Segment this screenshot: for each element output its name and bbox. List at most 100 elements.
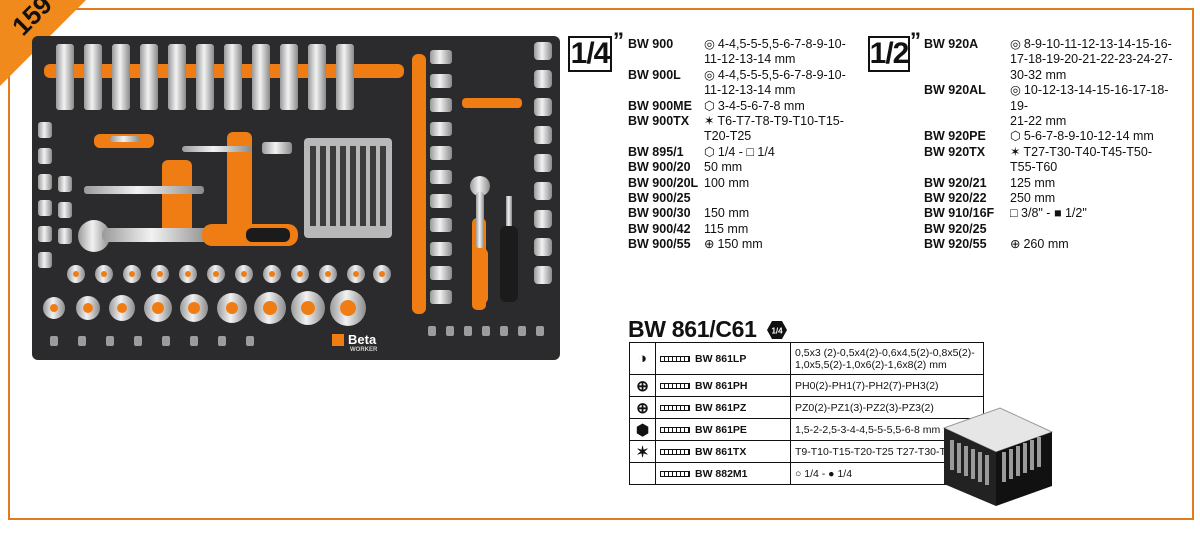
item-code: BW 920/55	[924, 237, 987, 252]
tool-tray-illustration	[38, 42, 552, 346]
item-code: BW 895/1	[628, 144, 684, 159]
item-value: 150 mm	[717, 237, 763, 252]
item-value: 3-4-5-6-7-8 mm	[717, 98, 805, 113]
socket-ring-icon: ◎	[704, 67, 715, 82]
half-spec-list: BW 920A ◎8-9-10-11-12-13-14-15-16- 17-18-…	[924, 37, 1184, 253]
item-value: 5-6-7-8-9-10-12-14 mm	[1023, 129, 1154, 144]
spec-row: BW 920AL ◎10-12-13-14-15-16-17-18-19- 21-…	[924, 83, 1184, 129]
pozidriv-icon: ⊕	[636, 399, 649, 417]
item-value: 115 mm	[704, 221, 749, 236]
bit-spec: 0,5x3 (2)-0,5x4(2)-0,6x4,5(2)-0,8x5(2)- …	[790, 342, 984, 375]
bit-shank-icon	[660, 382, 690, 389]
spec-row: BW 900/20L 100 mm	[628, 176, 868, 191]
socket-ring-icon: ◎	[1010, 83, 1021, 98]
hex-square-icon: ⬡	[704, 144, 715, 159]
bit-set-title: BW 861/C61	[628, 316, 757, 342]
bit-code: BW 882M1	[695, 467, 748, 480]
spec-row: BW 920/22 250 mm	[924, 191, 1184, 206]
badge-text: 1/4	[771, 327, 783, 336]
item-value: T6-T7-T8-T9-T10-T15- T20-T25	[704, 114, 844, 144]
item-code: BW 900/20	[628, 160, 691, 175]
item-value: 100 mm	[704, 175, 750, 190]
bit-code: BW 861PH	[695, 379, 748, 392]
item-code: BW 900	[628, 37, 674, 51]
torx-icon: ✶	[704, 114, 715, 129]
item-code: BW 900ME	[628, 98, 692, 113]
tray-brand-label: Beta	[348, 332, 377, 347]
page-frame	[8, 8, 1194, 520]
item-code: BW 900TX	[628, 114, 690, 129]
spec-row: BW 900ME ⬡3-4-5-6-7-8 mm	[628, 99, 868, 114]
item-code: BW 920/22	[924, 191, 987, 206]
spec-row: BW 895/1 ⬡1/4 - □ 1/4	[628, 145, 868, 160]
drive-1-4-badge-icon: 1/4	[767, 321, 787, 339]
spec-row: BW 900TX ✶T6-T7-T8-T9-T10-T15- T20-T25	[628, 114, 868, 145]
bit-spec: ○ 1/4 - ● 1/4	[790, 462, 984, 485]
quarter-inch-mark: ”	[613, 28, 624, 53]
quarter-spec-list: BW 900◎4-4,5-5-5,5-6-7-8-9-10- 11-12-13-…	[628, 37, 868, 253]
tool-tray-image: Beta WORKER	[32, 36, 560, 360]
item-code: BW 920/25	[924, 221, 987, 236]
spec-row: BW 900/25	[628, 191, 868, 206]
spec-row: BW 900 ◎4-4,5-5-5,5-6-7-8-9-10- 11-12-13-…	[628, 37, 868, 68]
item-code: BW 920PE	[924, 129, 986, 144]
hex-icon: ⬢	[635, 421, 650, 439]
bit-code: BW 861LP	[695, 352, 747, 365]
item-code: BW 920AL	[924, 83, 986, 98]
item-code: BW 920TX	[924, 144, 986, 159]
ratchet-icon: ⊕	[1010, 237, 1021, 252]
spec-row: BW 920/55 ⊕260 mm	[924, 237, 1184, 252]
spec-row: BW 920/21 125 mm	[924, 176, 1184, 191]
bit-code: BW 861PZ	[695, 401, 747, 414]
item-code: BW 900L	[628, 67, 681, 82]
phillips-icon: ⊕	[636, 377, 649, 395]
hex-ring-icon: ⬡	[704, 98, 715, 113]
socket-ring-icon: ◎	[1010, 37, 1021, 51]
item-value: 260 mm	[1023, 237, 1069, 252]
item-value: 4-4,5-5-5,5-6-7-8-9-10- 11-12-13-14 mm	[704, 67, 846, 98]
item-code: BW 900/20L	[628, 175, 699, 190]
bit-shank-icon	[660, 355, 690, 362]
bit-row: ⊕ BW 861PZ PZ0(2)-PZ1(3)-PZ2(3)-PZ3(2)	[629, 396, 984, 419]
drive-half-label: 1/2	[868, 36, 910, 72]
spec-row: BW 920/25	[924, 222, 1184, 237]
item-value: 1/4 - □ 1/4	[717, 144, 775, 159]
torx-icon: ✶	[636, 443, 649, 461]
item-code: BW 900/25	[628, 191, 691, 206]
half-inch-mark: ”	[910, 28, 921, 53]
beta-logo-icon	[332, 333, 344, 346]
bit-shank-icon	[660, 426, 690, 433]
item-value: □ 3/8" - ■ 1/2"	[1010, 206, 1087, 221]
bit-spec: PH0(2)-PH1(7)-PH2(7)-PH3(2)	[790, 374, 984, 397]
item-code: BW 920A	[924, 37, 979, 51]
item-code: BW 910/16F	[924, 206, 995, 221]
spec-row: BW 900/42 115 mm	[628, 222, 868, 237]
item-value: T27-T30-T40-T45-T50- T55-T60	[1010, 144, 1152, 175]
item-value: 125 mm	[1010, 175, 1056, 190]
item-code: BW 900/42	[628, 221, 691, 236]
bit-shank-icon	[660, 404, 690, 411]
bit-code: BW 861TX	[695, 445, 747, 458]
bit-spec: 1,5-2-2,5-3-4-4,5-5-5,5-6-8 mm	[790, 418, 984, 441]
hex-ring-icon: ⬡	[1010, 129, 1021, 144]
spec-row: BW 910/16F □ 3/8" - ■ 1/2"	[924, 206, 1184, 221]
ratchet-icon: ⊕	[704, 237, 715, 252]
item-value: 250 mm	[1010, 191, 1056, 206]
bit-spec: PZ0(2)-PZ1(3)-PZ2(3)-PZ3(2)	[790, 396, 984, 419]
item-value: 10-12-13-14-15-16-17-18-19- 21-22 mm	[1010, 83, 1169, 129]
spec-row: BW 900L ◎4-4,5-5-5,5-6-7-8-9-10- 11-12-13…	[628, 68, 868, 99]
spec-row: BW 920A ◎8-9-10-11-12-13-14-15-16- 17-18-…	[924, 37, 1184, 83]
socket-ring-icon: ◎	[704, 37, 715, 51]
tray-brand-sub: WORKER	[350, 347, 378, 353]
bit-row: ⊕ BW 861PH PH0(2)-PH1(7)-PH2(7)-PH3(2)	[629, 374, 984, 397]
bit-shank-icon	[660, 448, 690, 455]
item-value: 8-9-10-11-12-13-14-15-16- 17-18-19-20-21…	[1010, 37, 1173, 82]
spec-row: BW 900/55⊕150 mm	[628, 237, 868, 252]
spec-row: BW 920PE ⬡5-6-7-8-9-10-12-14 mm	[924, 129, 1184, 144]
item-code: BW 920/21	[924, 175, 987, 190]
item-value: 4-4,5-5-5,5-6-7-8-9-10- 11-12-13-14 mm	[704, 37, 846, 67]
